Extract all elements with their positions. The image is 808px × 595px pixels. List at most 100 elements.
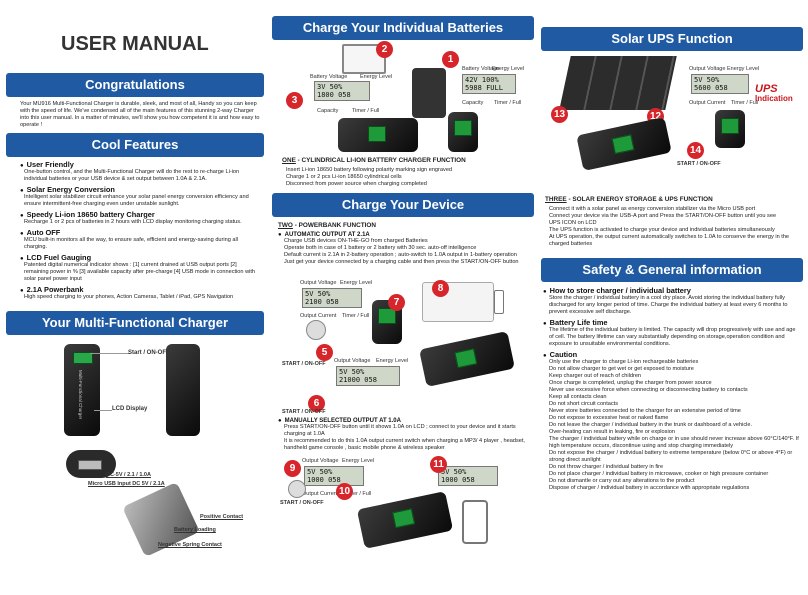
solar-ups-banner: Solar UPS Function [541,27,803,51]
caution-item: Do not throw charger / individual batter… [549,464,664,470]
features-list: User Friendly One-button control, and th… [20,160,262,303]
lcd-readout-ups: 5V 50% 5600 058 [691,74,749,94]
charge-batteries-banner: Charge Your Individual Batteries [272,16,534,40]
feature-text: Recharge 1 or 2 pcs of batteries in 2 ho… [24,219,242,225]
text-line: The UPS function is activated to charge … [549,227,775,233]
store-text: Store the charger / individual battery i… [549,295,788,315]
leader-line [94,410,112,411]
output-voltage-label: Output Voltage [300,280,337,286]
text-line: It is recommended to do this 1.0A output… [284,438,525,451]
step-14-marker: 14 [687,142,704,159]
lcd-line: 5600 058 [694,84,728,92]
feature-title: Solar Energy Conversion [20,185,262,194]
lcd-readout-f: 5V 50% 1000 058 [438,466,498,486]
lcd-readout-d: 5V 50% 21000 058 [336,366,400,386]
page-title: USER MANUAL [61,33,209,55]
feature-item: Auto OFF MCU built-in monitors all the w… [20,228,262,251]
feature-text: One-button control, and the Multi-Functi… [24,169,240,182]
text-line: Charge 1 or 2 pcs Li-ion 18650 cylindric… [286,174,402,180]
charger-back-image [166,344,200,436]
charger-lying-image [338,118,418,152]
lcd-screen [611,134,635,155]
positive-contact-label: Positive Contact [200,514,244,520]
lcd-line: 5V 50% [441,468,467,476]
manual-output-section: MANUALLY SELECTED OUTPUT AT 1.0A Press S… [278,418,532,452]
section-title: - POWERBANK FUNCTION [292,222,376,229]
step-6-marker: 6 [308,395,325,412]
caution-item: Do not allow charger to get wet or get e… [549,366,694,372]
section-three: THREE - SOLAR ENERGY STORAGE & UPS FUNCT… [545,196,801,248]
step-9-marker: 9 [284,460,301,477]
leader-line [90,353,130,354]
caution-item: Never store batteries connected to the c… [549,408,741,414]
caution-item: Do not short circuit contacts [549,401,619,407]
section-three-lines: Connect it with a solar panel as energy … [549,206,801,248]
caution-item: Do not dismantle or carry out any altera… [549,478,695,484]
start-on-off-label-b: START / ON-OFF [282,409,326,415]
output-current-label: Output Current [300,313,337,319]
feature-title: 2.1A Powerbank [20,285,262,294]
feature-title: User Friendly [20,160,262,169]
start-on-off-label: START / ON-OFF [677,161,721,167]
step-13-marker: 13 [551,106,568,123]
step-1-marker: 1 [442,51,459,68]
lcd-screen [454,120,472,136]
feature-text: MCU built-in monitors all the way, to en… [24,237,239,250]
lcd-line: 42V 100% [465,76,499,84]
feature-title: Speedy Li-ion 18650 battery Charger [20,210,262,219]
caution-item: Never use excessive force when connectin… [549,387,748,393]
text-line: Operate both in case of 1 battery or 2 b… [284,245,477,251]
safety-banner: Safety & General information [541,258,803,282]
lcd-screen [73,352,93,364]
caution-item: Do not place charger / individual batter… [549,471,769,477]
text-line: Disconnect from power source when chargi… [286,181,427,187]
energy-level-label-c: Energy Level [340,280,373,286]
text-line: Connect it with a solar panel as energy … [549,206,756,212]
start-on-off-label: Start / ON-OFF [128,350,170,356]
text-line: UPS ICON on LCD [549,220,597,226]
lcd-screen [368,126,386,142]
caution-title: Caution [543,350,801,359]
start-on-off-label-c: START / ON-OFF [280,500,324,506]
lcd-line: 5V 50% [305,290,331,298]
energy-level-label: Energy Level [727,66,760,72]
step-5-marker: 5 [316,344,333,361]
safety-section: How to store charger / individual batter… [543,286,801,492]
battery-voltage-label: Battery Voltage [310,74,348,80]
timer-full-label-e: Timer / Full [344,491,372,497]
caution-item: Dispose of charger / individual battery … [549,485,750,491]
lifetime-title: Battery Life time [543,318,801,327]
smartphone-icon [462,500,488,544]
timer-full-label: Timer / Full [352,108,380,114]
lifetime-text: The lifetime of the individual battery i… [549,327,796,347]
caution-item: Once charge is completed, unplug the cha… [549,380,712,386]
charger-front-image: Multi-Functional Charger [64,344,100,436]
output-voltage-label-e: Output Voltage [302,458,339,464]
timer-full-label: Timer / Full [731,100,759,106]
lcd-display-label: LCD Display [112,406,148,412]
feature-item: Speedy Li-ion 18650 battery Charger Rech… [20,210,262,226]
section-two-title: TWO - POWERBANK FUNCTION [278,222,532,229]
lcd-readout-e: 5V 50% 1000 058 [304,466,364,486]
caution-item: The charger / individual battery while o… [549,436,799,449]
lcd-line: 1800 058 [317,91,351,99]
lcd-line: 5V 50% [694,76,720,84]
feature-title: Auto OFF [20,228,262,237]
ups-indication-label: Indication [755,94,793,103]
charging-device-image-b [356,491,454,549]
lcd-line: 1000 058 [307,476,341,484]
step-3-marker: 3 [286,92,303,109]
section-title: - CYLINDRICAL LI-ION BATTERY CHARGER FUN… [295,157,466,164]
lcd-line: 3V 50% [317,83,343,91]
capacity-label-b: Capacity [462,100,484,106]
caution-item: Do not expose the charger / individual b… [549,450,793,463]
feature-item: 2.1A Powerbank High speed charging to yo… [20,285,262,301]
charging-device-image [419,331,515,387]
lcd-readout-c: 5V 50% 2100 058 [302,288,362,308]
timer-full-label-b: Timer / Full [494,100,522,106]
text-line: Charge USB devices ON-THE-GO from charge… [284,238,428,244]
section-number: THREE [545,196,567,203]
output-current-label-e: Output Current [302,491,339,497]
timer-full-label-c: Timer / Full [342,313,370,319]
lcd-line: 21000 058 [339,376,377,384]
